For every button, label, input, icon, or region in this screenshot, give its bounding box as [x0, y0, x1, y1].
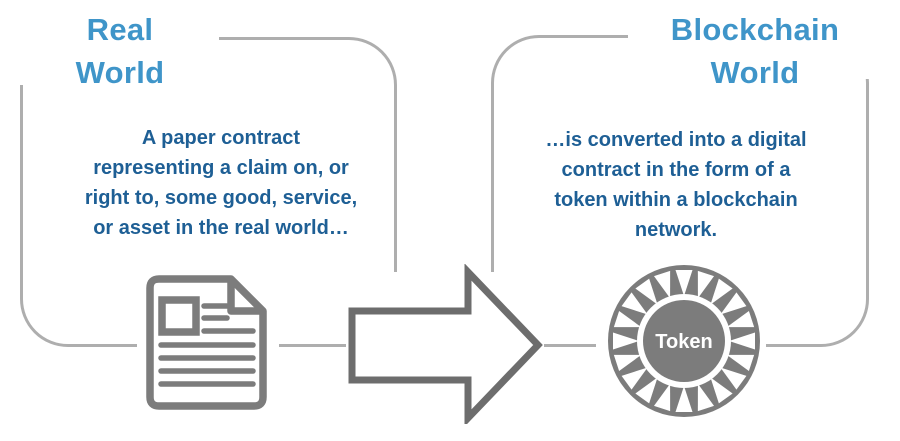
token-coin-icon: Token — [608, 265, 760, 417]
description-line: token within a blockchain — [554, 189, 798, 211]
description-line: network. — [634, 219, 718, 241]
description-line: …is converted into a digital — [545, 129, 807, 151]
blockchain-world-description: …is converted into a digital contract in… — [501, 125, 851, 245]
description-line: contract in the form of a — [561, 159, 791, 181]
description-line: right to, some good, service, — [84, 187, 358, 209]
token-label: Token — [655, 331, 712, 353]
title-line: World — [710, 55, 800, 90]
title-line: Real — [86, 12, 154, 47]
real-world-title: Real World — [20, 8, 220, 94]
description-line: or asset in the real world… — [93, 217, 349, 239]
right-title-mask — [628, 0, 900, 79]
left-title-mask — [0, 0, 219, 85]
blockchain-world-title: Blockchain World — [605, 8, 900, 94]
document-icon — [146, 275, 267, 410]
description-line: A paper contract — [141, 127, 301, 149]
description-line: representing a claim on, or — [93, 157, 349, 179]
title-line: Blockchain — [670, 12, 840, 47]
real-world-description: A paper contract representing a claim on… — [46, 123, 396, 243]
arrow-right-icon — [348, 264, 543, 424]
title-line: World — [75, 55, 165, 90]
